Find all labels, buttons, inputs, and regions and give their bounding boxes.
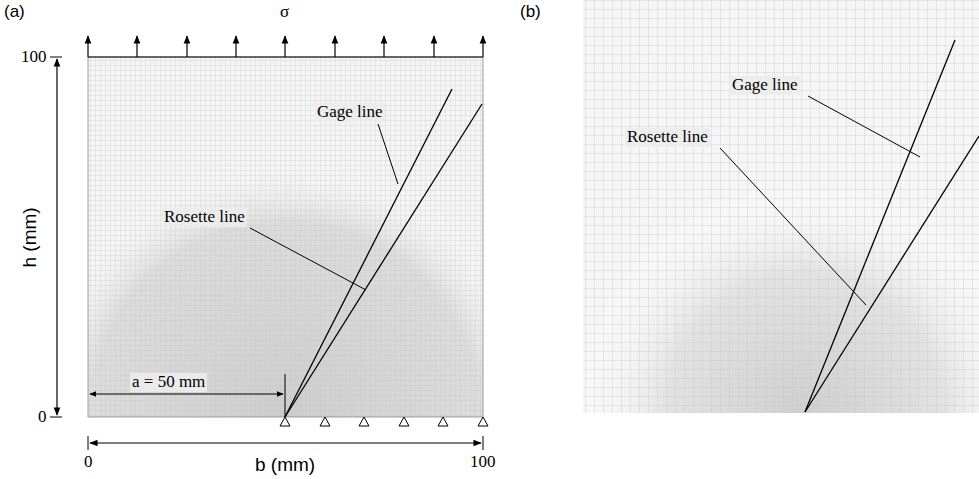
axis-tick: 100 xyxy=(470,453,496,472)
dimension-label: a = 50 mm xyxy=(130,373,207,392)
line-label: Gage line xyxy=(730,76,800,95)
stress-symbol: σ xyxy=(280,3,289,22)
axis-tick: 0 xyxy=(84,453,93,472)
axis-title: h (mm) xyxy=(20,207,41,267)
panel-label: (a) xyxy=(4,3,25,22)
line-label: Rosette line xyxy=(162,208,247,227)
panel-label: (b) xyxy=(520,3,541,22)
axis-tick: 100 xyxy=(21,48,47,67)
axis-title: b (mm) xyxy=(255,455,315,476)
line-label: Gage line xyxy=(315,103,385,122)
axis-tick: 0 xyxy=(38,408,47,427)
line-label: Rosette line xyxy=(625,128,710,147)
